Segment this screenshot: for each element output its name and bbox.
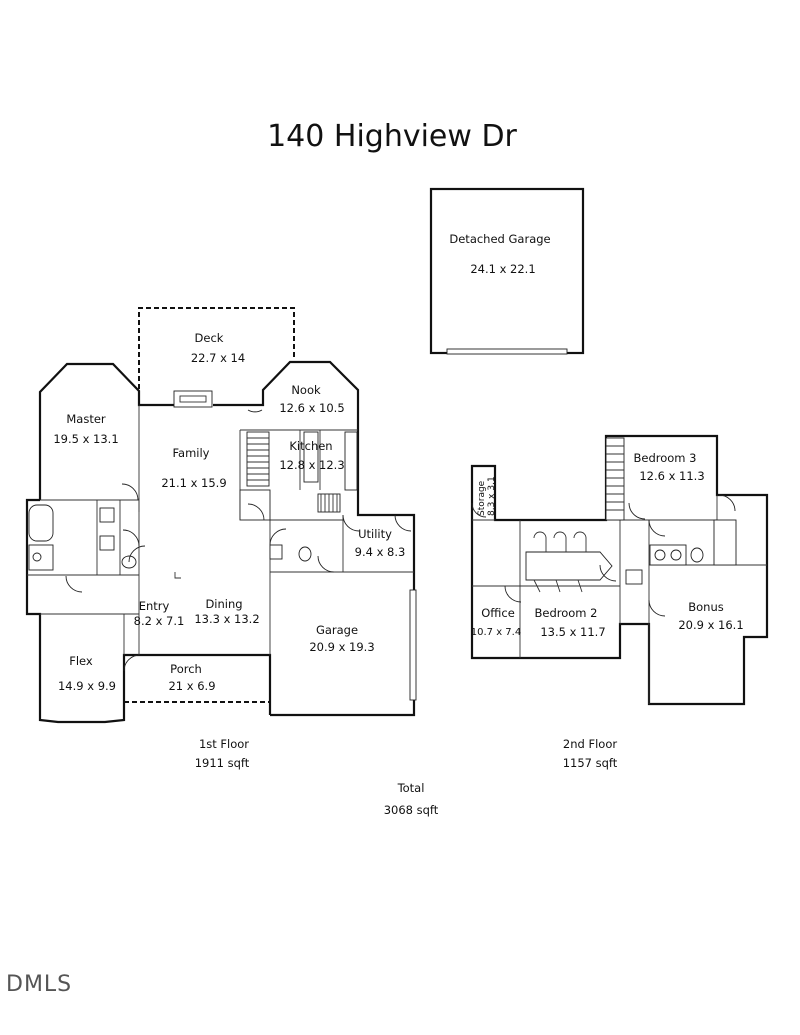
bedroom3-dims: 12.6 x 11.3: [639, 469, 704, 483]
total-label: Total: [397, 781, 425, 795]
bedroom2-dims: 13.5 x 11.7: [540, 625, 605, 639]
first-floor-label: 1st Floor: [199, 737, 249, 751]
dining-dims: 13.3 x 13.2: [194, 612, 259, 626]
dining-name: Dining: [205, 597, 242, 611]
detached-garage: Detached Garage 24.1 x 22.1: [429, 187, 585, 355]
stairs-first-floor: [246, 431, 270, 487]
office-name: Office: [481, 606, 515, 620]
nook-name: Nook: [291, 383, 321, 397]
bonus-dims: 20.9 x 16.1: [678, 618, 743, 632]
master-name: Master: [66, 412, 106, 426]
office-dims: 10.7 x 7.4: [471, 627, 521, 638]
second-floor: Storage 8.3 x 3.1 Bedroom 3 12.6 x 11.3 …: [471, 434, 769, 706]
storage-name: Storage: [477, 480, 487, 516]
porch-name: Porch: [170, 662, 202, 676]
detached-garage-dims: 24.1 x 22.1: [470, 262, 535, 276]
deck-outline: [138, 307, 295, 405]
second-floor-sqft: 1157 sqft: [563, 756, 618, 770]
master-dims: 19.5 x 13.1: [53, 432, 118, 446]
dmls-logo: DMLS: [6, 972, 73, 997]
flex-name: Flex: [69, 654, 93, 668]
total-sqft: 3068 sqft: [384, 803, 439, 817]
family-name: Family: [172, 446, 209, 460]
kitchen-dims: 12.8 x 12.3: [279, 458, 344, 472]
bonus-name: Bonus: [688, 600, 724, 614]
nook-dims: 12.6 x 10.5: [279, 401, 344, 415]
garage-name: Garage: [316, 623, 358, 637]
second-floor-label: 2nd Floor: [563, 737, 617, 751]
porch-dims: 21 x 6.9: [168, 679, 215, 693]
flex-dims: 14.9 x 9.9: [58, 679, 116, 693]
first-floor: Deck 22.7 x 14 Nook 12.6 x 10.5 Master 1…: [25, 307, 417, 724]
deck-dims: 22.7 x 14: [191, 351, 245, 365]
family-dims: 21.1 x 15.9: [161, 476, 226, 490]
storage-dims: 8.3 x 3.1: [487, 476, 497, 516]
utility-dims: 9.4 x 8.3: [355, 545, 406, 559]
stairs-second-floor: [605, 437, 625, 521]
plan-title: 140 Highview Dr: [267, 119, 517, 154]
entry-dims: 8.2 x 7.1: [134, 614, 185, 628]
kitchen-name: Kitchen: [289, 439, 332, 453]
utility-name: Utility: [358, 527, 392, 541]
deck-name: Deck: [195, 331, 224, 345]
first-floor-sqft: 1911 sqft: [195, 756, 250, 770]
bedroom2-name: Bedroom 2: [535, 606, 598, 620]
detached-garage-name: Detached Garage: [449, 232, 550, 246]
garage-dims: 20.9 x 19.3: [309, 640, 374, 654]
bedroom3-name: Bedroom 3: [634, 451, 697, 465]
entry-name: Entry: [139, 599, 170, 613]
